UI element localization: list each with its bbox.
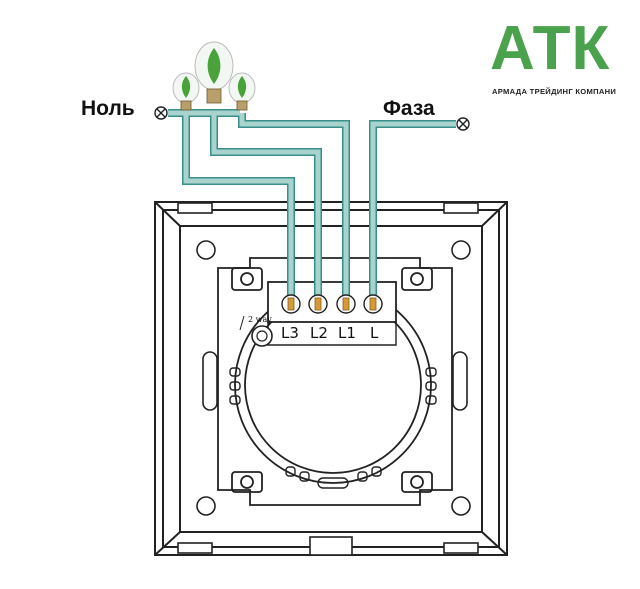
neutral-label: Ноль (81, 97, 135, 120)
screw-holes (196, 240, 471, 516)
bulb-center-icon (194, 41, 234, 104)
side-slots (202, 351, 468, 411)
terminal-label-l2: L2 (310, 324, 328, 342)
two-way-marker: 2 way (239, 315, 273, 347)
mechanism-housing (217, 257, 453, 506)
terminal-label-l: L (370, 324, 379, 342)
neutral-terminal-icon (154, 106, 168, 120)
company-tagline: АРМАДА ТРЕЙДИНГ КОМПАНИ (492, 87, 617, 96)
terminal-label-l1: L1 (338, 324, 356, 342)
terminal-labels: L3 L2 L1 L (281, 324, 379, 342)
wires (168, 109, 456, 300)
company-logo: АТК (490, 14, 611, 83)
terminal-label-l3: L3 (281, 324, 299, 342)
two-way-label: 2 way (248, 315, 272, 324)
phase-label: Фаза (383, 97, 435, 120)
phase-terminal-icon (456, 117, 470, 131)
bulb-right-icon (228, 72, 256, 111)
terminal-screws (281, 294, 383, 314)
frame-notches (177, 202, 479, 556)
bulb-left-icon (172, 72, 200, 111)
